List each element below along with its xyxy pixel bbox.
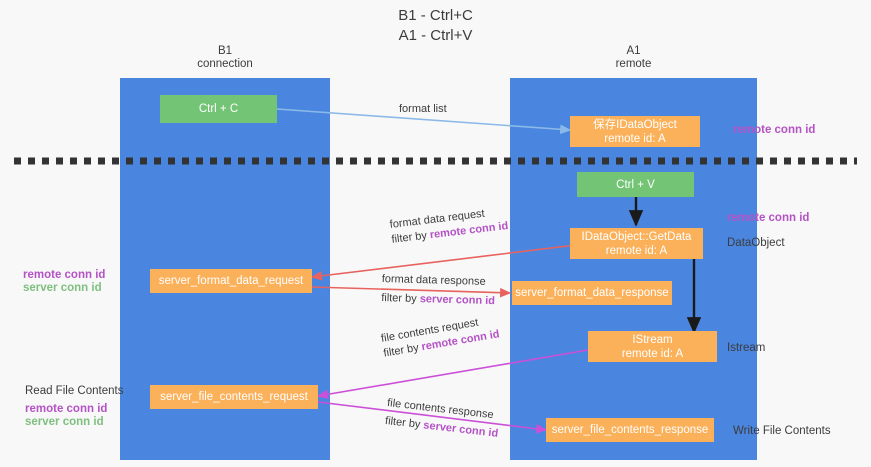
node-server-file-contents-response[interactable]: server_file_contents_response <box>546 418 714 442</box>
label-read-file-contents: Read File Contents <box>25 385 124 397</box>
label-istream: Istream <box>727 342 766 354</box>
label-left-server-conn-id-2: server conn id <box>25 416 104 428</box>
edge-label-file-contents-response: file contents response filter by server … <box>384 396 501 442</box>
node-server-format-data-response[interactable]: server_format_data_response <box>512 281 672 305</box>
node-server-format-data-request[interactable]: server_format_data_request <box>150 269 312 293</box>
edge-label-format-data-response-line2: filter by server conn id <box>381 291 495 309</box>
column-header-a1: A1 remote <box>615 45 652 70</box>
node-save-idataobject[interactable]: 保存IDataObject remote id: A <box>570 116 700 147</box>
node-ctrl-c[interactable]: Ctrl + C <box>160 95 277 123</box>
edge-label-format-data-response-line1: format data response <box>381 272 486 288</box>
node-idataobject-getdata[interactable]: IDataObject::GetData remote id: A <box>570 228 703 259</box>
node-ctrl-v[interactable]: Ctrl + V <box>577 172 694 197</box>
edge-label-format-data-response: format data response filter by server co… <box>381 272 496 309</box>
node-istream[interactable]: IStream remote id: A <box>588 331 717 362</box>
column-header-b1: B1 connection <box>197 45 253 70</box>
filter-key: server conn id <box>419 293 496 308</box>
label-left-remote-conn-id-2: remote conn id <box>25 403 108 415</box>
edge-label-format-list: format list <box>399 103 447 115</box>
label-write-file-contents: Write File Contents <box>733 425 831 437</box>
node-server-file-contents-request[interactable]: server_file_contents_request <box>150 385 318 409</box>
label-left-remote-conn-id: remote conn id <box>23 269 106 281</box>
edge-label-file-contents-request: file contents request filter by remote c… <box>380 312 501 361</box>
label-remote-conn-id-mid: remote conn id <box>727 212 810 224</box>
label-dataobject: DataObject <box>727 237 785 249</box>
diagram-title: B1 - Ctrl+C A1 - Ctrl+V <box>398 7 473 44</box>
filter-prefix: filter by <box>390 229 431 246</box>
filter-prefix: filter by <box>384 414 425 432</box>
filter-prefix: filter by <box>381 291 420 306</box>
edge-label-format-data-request: format data request filter by remote con… <box>389 204 509 248</box>
label-remote-conn-id-top: remote conn id <box>733 124 816 136</box>
label-left-server-conn-id: server conn id <box>23 282 102 294</box>
